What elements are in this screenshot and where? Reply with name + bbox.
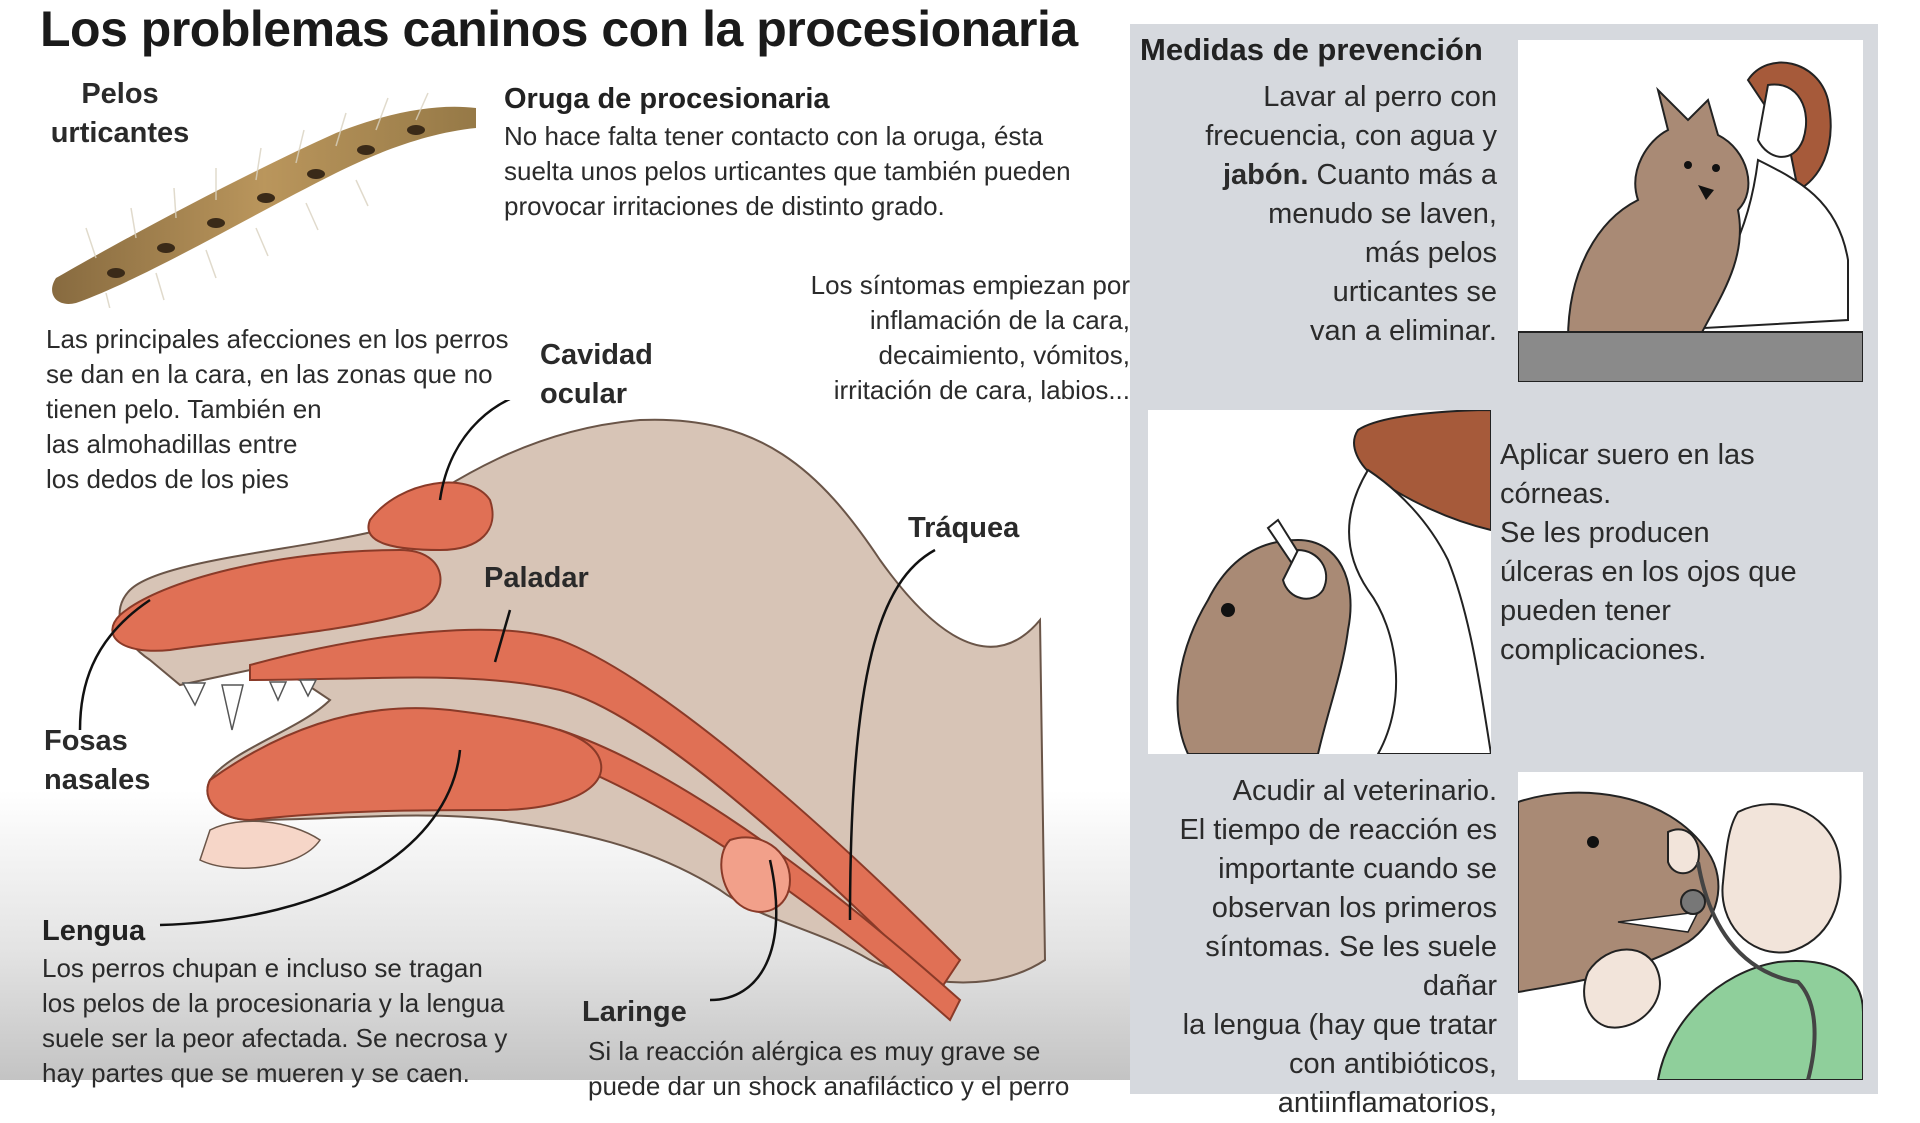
lengua-line: los pelos de la procesionaria y la lengu… [42,988,505,1018]
afecciones-line: Las principales afecciones en los perros [46,324,509,354]
label-fosas-nasales: Fosas nasales [44,722,150,800]
teeth [181,679,318,731]
lengua-line: hay partes que se mueren y se caen. [42,1058,470,1088]
lengua-block: Lengua Los perros chupan e incluso se tr… [42,912,562,1091]
lavar-bold-line: frecuencia, con agua y [1205,120,1497,152]
oruga-heading: Oruga de procesionaria [504,83,830,115]
leader-lines [78,400,936,1002]
veterinario-block: Acudir al veterinario. El tiempo de reac… [1130,772,1497,1123]
sintomas-block: Los síntomas empiezan por inflamación de… [740,268,1130,408]
label-line: Cavidad [540,339,653,371]
tongue [206,707,603,822]
lengua-heading: Lengua [42,915,146,947]
prevention-heading: Medidas de prevención [1140,32,1483,67]
suero-line: Se les producen [1500,517,1710,549]
dog-head-anatomy-diagram [78,400,1047,1022]
veterinario-bold-line: Acudir al veterinario. [1232,775,1497,807]
label-line: urticantes [50,117,190,149]
lavar-line: más pelos [1364,237,1497,269]
veterinario-line: antiinflamatorios, [1277,1087,1497,1119]
head-silhouette [118,418,1047,984]
label-line: ocular [540,378,628,410]
lavar-bold-line: Lavar al perro con [1263,81,1497,113]
sintomas-line: decaimiento, vómitos, [878,340,1130,370]
illustration-washing-dog [1518,40,1863,382]
suero-line: úlceras en los ojos que [1500,556,1797,588]
veterinario-line: con antibióticos, [1289,1048,1497,1080]
illustration-veterinarian [1518,772,1863,1080]
sintomas-line: Los síntomas empiezan por [810,270,1130,300]
suero-line: pueden tener [1500,595,1671,627]
oruga-line: No hace falta tener contacto con la orug… [504,121,1044,151]
sintomas-line: irritación de cara, labios... [833,375,1130,405]
label-pelos-urticantes: Pelos urticantes [50,75,190,153]
label-line: Pelos [81,78,159,110]
sintomas-line: inflamación de la cara, [869,305,1130,335]
lavar-line: van a eliminar. [1310,315,1497,347]
lavar-block: Lavar al perro con frecuencia, con agua … [1130,78,1497,351]
afecciones-line: tienen pelo. También en [46,394,322,424]
oruga-block: Oruga de procesionaria No hace falta ten… [504,80,1124,224]
afecciones-line: se dan en la cara, en las zonas que no [46,359,493,389]
suero-bold-line: córneas. [1500,478,1612,510]
lengua-line: Los perros chupan e incluso se tragan [42,953,483,983]
veterinario-line: la lengua (hay que tratar [1182,1009,1497,1041]
suero-bold-line: Aplicar suero en las [1500,439,1755,471]
afecciones-line: las almohadillas entre [46,429,298,459]
label-cavidad-ocular: Cavidad ocular [540,336,653,414]
washing-dog-drawing [1518,61,1863,382]
veterinario-line: observan los primeros [1211,892,1497,924]
trachea [559,728,962,1022]
label-traquea: Tráquea [908,512,1020,544]
caterpillar-illustration [52,92,476,308]
larynx [720,836,792,913]
veterinario-line: El tiempo de reacción es [1179,814,1497,846]
lavar-line: menudo se laven, [1268,198,1497,230]
veterinario-line: síntomas. Se les suele dañar [1205,931,1497,1002]
eye-socket [367,481,494,552]
lavar-bold-line: jabón. [1223,159,1309,191]
label-laringe: Laringe [582,996,687,1028]
laringe-line: puede dar un shock anafiláctico y el per… [588,1071,1070,1101]
label-line: nasales [44,764,151,796]
lavar-line: urticantes se [1332,276,1497,308]
veterinarian-drawing [1518,791,1863,1080]
afecciones-block: Las principales afecciones en los perros… [46,322,516,497]
afecciones-line: los dedos de los pies [46,464,289,494]
oruga-line: suelta unos pelos urticantes que también… [504,156,1071,186]
lower-lip [199,820,322,869]
label-line: Fosas [44,725,128,757]
laringe-line: Si la reacción alérgica es muy grave se [588,1036,1041,1066]
nasal-passage [111,548,442,652]
lavar-line: Cuanto más a [1316,159,1497,191]
eye-drops-drawing [1176,410,1491,754]
suero-line: complicaciones. [1500,634,1707,666]
page-title: Los problemas caninos con la procesionar… [40,1,1078,57]
label-paladar: Paladar [484,562,589,594]
veterinario-line: importante cuando se [1218,853,1497,885]
laringe-block: Si la reacción alérgica es muy grave se … [588,1034,1108,1104]
oruga-line: provocar irritaciones de distinto grado. [504,191,945,221]
illustration-eye-drops [1148,410,1491,754]
suero-block: Aplicar suero en las córneas. Se les pro… [1500,436,1870,670]
lengua-line: suele ser la peor afectada. Se necrosa y [42,1023,508,1053]
